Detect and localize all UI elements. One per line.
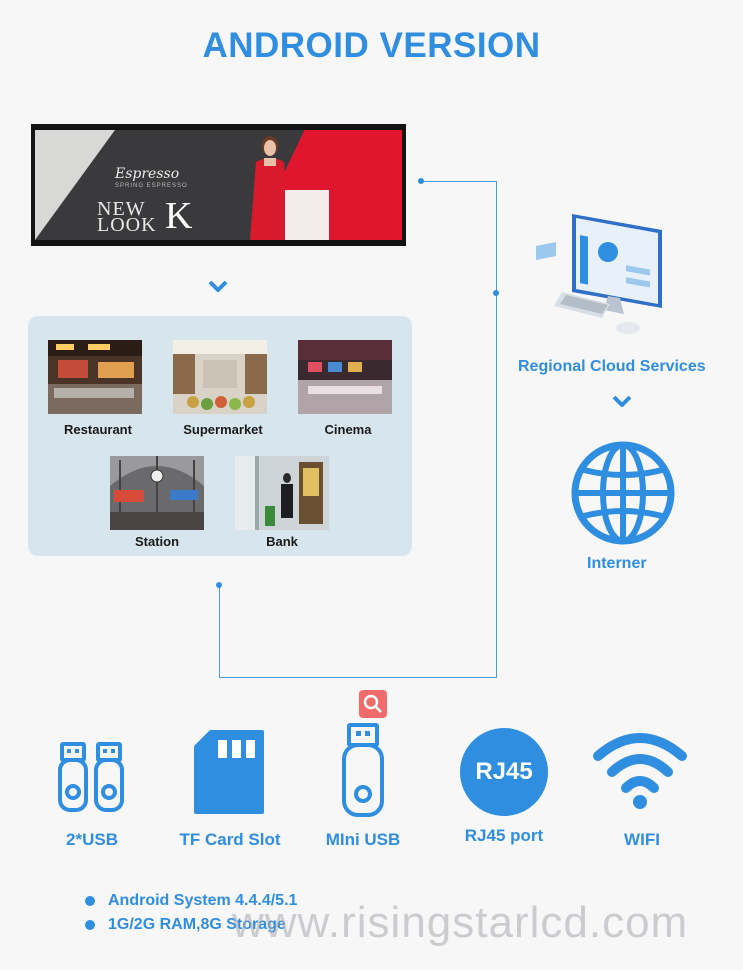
venue-label-restaurant: Restaurant	[64, 422, 132, 437]
chevron-down-icon	[208, 280, 228, 292]
rj45-icon-text: RJ45	[475, 758, 533, 785]
cinema-image	[298, 340, 392, 414]
connector-line	[496, 181, 497, 678]
port-label-tf-card: TF Card Slot	[179, 830, 281, 849]
port-label-rj45: RJ45 port	[464, 826, 544, 845]
page-title: ANDROID VERSION	[202, 26, 541, 65]
venue-label-supermarket: Supermarket	[183, 422, 263, 437]
port-label-mini-usb: MIni USB	[325, 830, 401, 849]
headline-line2: LOOK	[97, 214, 157, 236]
connector-dot	[418, 178, 424, 184]
wifi-icon	[593, 733, 687, 809]
zoom-button[interactable]	[359, 690, 387, 718]
bullet	[85, 896, 95, 906]
venue-label-bank: Bank	[266, 534, 298, 549]
display-ad-image: Espresso SPRING ESPRESSO NEW LOOK K	[35, 130, 402, 240]
connector-line	[219, 677, 497, 678]
bank-image	[235, 456, 329, 530]
display-box	[285, 190, 329, 240]
computer-icon	[536, 214, 662, 334]
brand-sub: SPRING ESPRESSO	[115, 183, 188, 189]
headline-k: K	[165, 195, 193, 237]
watermark: www.risingstarlcd.com	[232, 898, 689, 947]
sd-card-icon	[194, 730, 264, 814]
chevron-down-icon	[612, 395, 632, 407]
internet-label: Interner	[587, 555, 647, 572]
magnifier-icon	[363, 694, 382, 713]
restaurant-image	[48, 340, 142, 414]
connector-line	[421, 181, 496, 182]
station-image	[110, 456, 204, 530]
cloud-services-label: Regional Cloud Services	[518, 358, 706, 375]
usb-stick-icon	[342, 723, 384, 817]
connector-line	[219, 585, 220, 678]
spec-memory: 1G/2G RAM,8G Storage	[108, 916, 286, 933]
bullet	[85, 920, 95, 930]
port-label-wifi: WIFI	[624, 830, 660, 849]
stretched-bar-display: Espresso SPRING ESPRESSO NEW LOOK K	[31, 124, 406, 246]
headline-line1: NEW	[97, 198, 146, 220]
connector-dot	[493, 290, 499, 296]
brand-script: Espresso	[115, 166, 180, 182]
venue-label-station: Station	[134, 534, 180, 549]
venue-panel: Restaurant Supermarket Cinema	[28, 316, 412, 556]
venue-label-cinema: Cinema	[324, 422, 372, 437]
supermarket-image	[173, 340, 267, 414]
spec-android: Android System 4.4.4/5.1	[108, 892, 298, 909]
connector-dot	[216, 582, 222, 588]
model-figure	[250, 136, 290, 240]
rj45-icon: RJ45	[460, 728, 548, 816]
port-label-usb: 2*USB	[66, 830, 118, 849]
globe-icon	[571, 441, 675, 545]
dual-usb-icon	[58, 742, 124, 812]
